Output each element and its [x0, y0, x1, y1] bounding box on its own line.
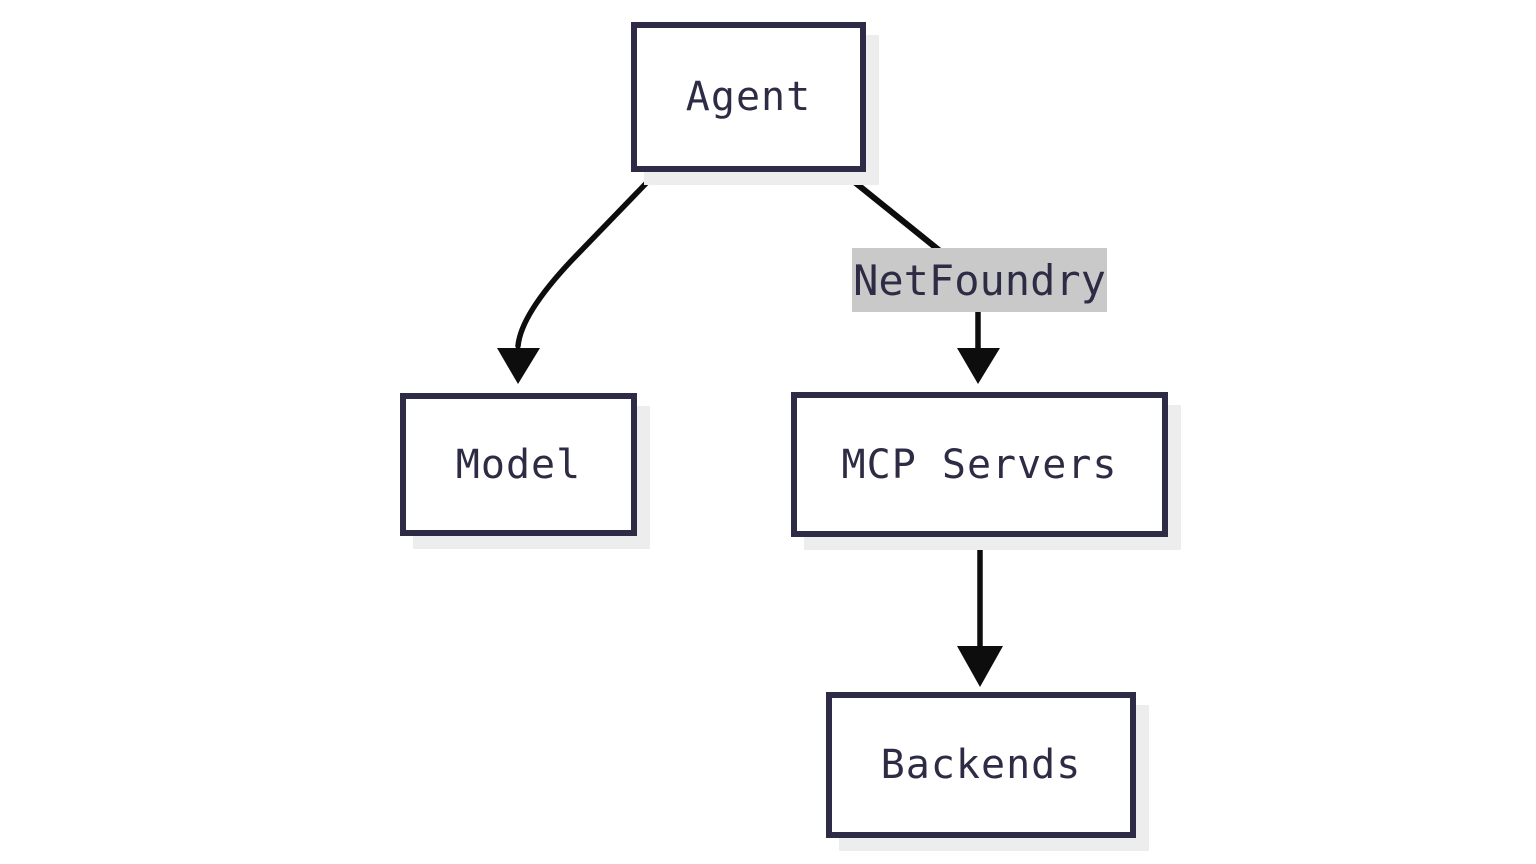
node-mcp-servers: MCP Servers [791, 392, 1168, 537]
node-agent: Agent [631, 22, 866, 172]
edge-label-netfoundry: NetFoundry [852, 248, 1107, 312]
node-backends: Backends [826, 692, 1136, 838]
node-model: Model [400, 393, 637, 536]
mcp-to-backends-arrow [957, 534, 1003, 687]
node-mcp-servers-label: MCP Servers [841, 441, 1118, 488]
agent-to-mcp-arrow-upper [839, 169, 943, 254]
agent-to-model-arrow [497, 169, 660, 384]
node-backends-label: Backends [880, 742, 1082, 788]
node-model-label: Model [455, 441, 582, 488]
agent-to-mcp-arrow-lower [957, 309, 1000, 384]
node-agent-label: Agent [685, 74, 812, 120]
